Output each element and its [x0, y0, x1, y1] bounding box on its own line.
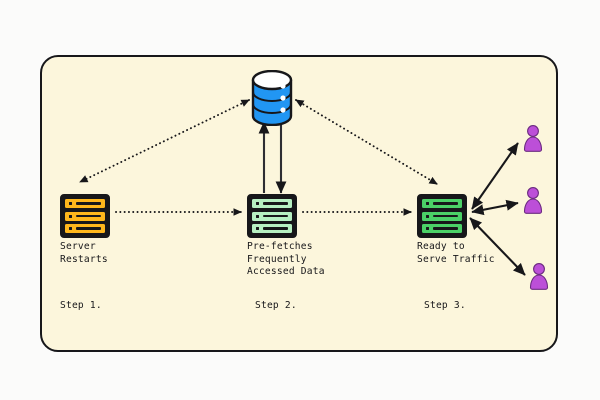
rack-unit: [251, 198, 293, 209]
server-rack-icon-server-restarts[interactable]: [60, 194, 110, 238]
step-label-2: Step 2.: [255, 300, 297, 311]
status-led-icon: [69, 214, 72, 218]
node-label-server-restarts: Server Restarts: [60, 241, 108, 265]
rack-unit: [64, 223, 106, 234]
step-label-3: Step 3.: [424, 300, 466, 311]
rack-bar: [75, 202, 101, 205]
status-led-icon: [69, 202, 72, 205]
status-led-icon: [256, 202, 259, 205]
rack-bar: [432, 214, 458, 218]
database-cylinder-icon[interactable]: [251, 69, 293, 127]
rack-bar: [262, 227, 288, 230]
status-led-icon: [426, 227, 429, 230]
user-icon[interactable]: [528, 262, 550, 292]
rack-unit: [251, 223, 293, 234]
user-icon[interactable]: [522, 124, 544, 154]
step-label-1: Step 1.: [60, 300, 102, 311]
rack-unit: [421, 198, 463, 209]
server-rack-icon-prefetch-server[interactable]: [247, 194, 297, 238]
node-label-prefetch-server: Pre-fetches Frequently Accessed Data: [247, 241, 325, 278]
rack-bar: [75, 214, 101, 218]
status-led-icon: [69, 227, 72, 230]
rack-bar: [432, 202, 458, 205]
server-rack-icon-ready-server[interactable]: [417, 194, 467, 238]
rack-unit: [421, 223, 463, 234]
status-led-icon: [426, 214, 429, 218]
diagram-canvas: [40, 55, 558, 352]
rack-unit: [421, 210, 463, 222]
status-led-icon: [256, 227, 259, 230]
rack-bar: [432, 227, 458, 230]
status-led-icon: [256, 214, 259, 218]
rack-bar: [262, 202, 288, 205]
rack-bar: [75, 227, 101, 230]
node-label-ready-server: Ready to Serve Traffic: [417, 241, 495, 265]
rack-unit: [64, 198, 106, 209]
status-led-icon: [426, 202, 429, 205]
rack-unit: [64, 210, 106, 222]
rack-unit: [251, 210, 293, 222]
rack-bar: [262, 214, 288, 218]
user-icon[interactable]: [522, 186, 544, 216]
